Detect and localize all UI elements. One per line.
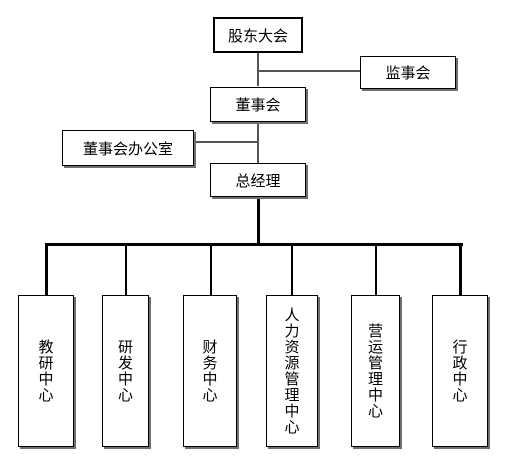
department-box: 财务中心 [183, 295, 237, 447]
department-box: 行政中心 [432, 295, 488, 447]
shareholders-meeting-label: 股东大会 [227, 26, 288, 45]
department-label: 财务中心 [200, 339, 219, 403]
department-label: 研发中心 [116, 339, 134, 403]
board-office-label: 董事会办公室 [82, 139, 173, 158]
department-label: 教研中心 [36, 339, 55, 403]
department-label: 行政中心 [450, 339, 469, 403]
connector-board-office [194, 141, 258, 143]
connector-shareholders-board [257, 52, 259, 86]
connector-dept-2 [125, 243, 127, 295]
connector-dept-3 [210, 243, 212, 295]
general-manager-label: 总经理 [235, 171, 281, 190]
connector-dept-4 [291, 243, 293, 295]
board-office-box: 董事会办公室 [62, 130, 194, 166]
connector-dept-5 [375, 243, 377, 295]
department-label: 营运管理中心 [366, 323, 384, 419]
connector-supervisory [258, 70, 360, 72]
board-of-directors-box: 董事会 [210, 87, 306, 122]
department-box: 营运管理中心 [351, 295, 400, 447]
connector-dept-bus [45, 243, 463, 246]
connector-dept-6 [459, 243, 462, 295]
supervisory-board-label: 监事会 [385, 64, 431, 82]
supervisory-board-box: 监事会 [360, 56, 456, 89]
connector-dept-1 [45, 243, 48, 295]
connector-gm-trunk [257, 196, 260, 244]
department-box: 研发中心 [102, 295, 149, 447]
department-box: 人力资源管理中心 [266, 295, 318, 447]
department-label: 人力资源管理中心 [282, 307, 301, 435]
department-box: 教研中心 [18, 295, 74, 447]
general-manager-box: 总经理 [210, 163, 306, 197]
board-of-directors-label: 董事会 [235, 96, 281, 114]
connector-board-gm [257, 121, 259, 163]
shareholders-meeting-box: 股东大会 [213, 17, 303, 53]
